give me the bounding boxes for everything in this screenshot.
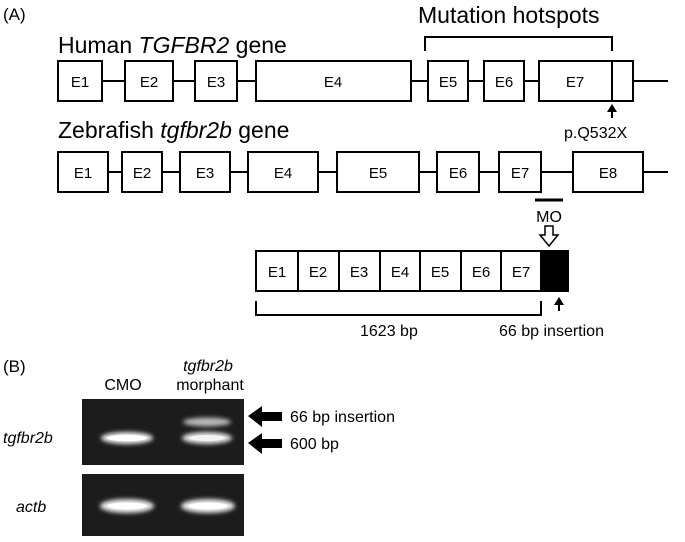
svg-text:E8: E8 xyxy=(599,165,617,182)
zebrafish-exon: E2 xyxy=(121,151,163,193)
human-gene-diagram: E1 E2 E3 E4 E5 E6 E7 xyxy=(57,60,668,102)
svg-text:E7: E7 xyxy=(512,264,530,281)
morpholino-label: MO xyxy=(536,209,562,226)
svg-text:E5: E5 xyxy=(431,264,449,281)
zebrafish-exon: E7 xyxy=(498,151,542,193)
svg-text:E5: E5 xyxy=(369,165,387,182)
zebrafish-exon: E8 xyxy=(572,151,644,193)
hotspot-bracket xyxy=(424,36,613,51)
arrow-left-600 xyxy=(248,433,282,454)
zebrafish-exon: E4 xyxy=(247,151,319,193)
transcript-exon: E6 xyxy=(472,264,490,281)
length-label: 1623 bp xyxy=(360,323,418,340)
insertion-label: 66 bp insertion xyxy=(499,323,604,340)
transcript-exon: E7 xyxy=(512,264,530,281)
zebrafish-exon: E6 xyxy=(436,151,480,193)
svg-text:E2: E2 xyxy=(140,74,158,91)
svg-text:E2: E2 xyxy=(309,264,327,281)
transcript-exon: E5 xyxy=(431,264,449,281)
svg-text:E7: E7 xyxy=(566,74,584,91)
transcript-strip: E1 E2 E3 E4 E5 E6 E7 xyxy=(255,250,569,292)
svg-text:E5: E5 xyxy=(439,74,457,91)
row-label-actb: actb xyxy=(16,499,46,516)
transcript-exon: E1 xyxy=(268,264,286,281)
svg-text:E1: E1 xyxy=(268,264,286,281)
svg-text:E4: E4 xyxy=(324,74,342,91)
svg-text:E3: E3 xyxy=(350,264,368,281)
svg-text:E6: E6 xyxy=(495,74,513,91)
zebrafish-exon: E1 xyxy=(57,151,109,193)
zebrafish-exon: E3 xyxy=(179,151,231,193)
band-label-600: 600 bp xyxy=(290,436,339,453)
panel-b-label: (B) xyxy=(3,357,26,376)
mutation-arrow-head xyxy=(607,104,617,112)
zebrafish-gene-diagram: E1 E2 E3 E4 E5 E6 E7 E8 xyxy=(57,151,668,193)
svg-text:E4: E4 xyxy=(391,264,409,281)
insertion-block xyxy=(541,251,568,291)
svg-text:E1: E1 xyxy=(71,74,89,91)
mutation-hotspots-label: Mutation hotspots xyxy=(418,2,600,28)
svg-text:E7: E7 xyxy=(511,165,529,182)
human-exon: E3 xyxy=(194,60,238,102)
svg-text:E4: E4 xyxy=(274,165,292,182)
human-exon: E7 xyxy=(538,60,634,102)
svg-text:E3: E3 xyxy=(207,74,225,91)
band-label-insertion: 66 bp insertion xyxy=(290,409,395,426)
gel-band-core xyxy=(189,435,225,441)
zebrafish-exon: E5 xyxy=(336,151,420,193)
gel-actb xyxy=(82,474,244,536)
mutation-label: p.Q532X xyxy=(564,125,627,142)
lane-label-control: CMO xyxy=(104,377,141,394)
gel-band-core xyxy=(188,502,228,510)
svg-text:E3: E3 xyxy=(196,165,214,182)
gel-tgfbr2b xyxy=(82,399,244,465)
insertion-arrow-head xyxy=(554,297,564,305)
svg-text:E6: E6 xyxy=(449,165,467,182)
svg-text:E2: E2 xyxy=(133,165,151,182)
gel-band-insertion-morphant xyxy=(183,417,231,427)
zebrafish-gene-title: Zebrafish tgfbr2b gene xyxy=(58,117,289,143)
transcript-exon: E3 xyxy=(350,264,368,281)
length-bracket xyxy=(255,301,542,316)
row-label-tgfbr2b: tgfbr2b xyxy=(3,430,53,447)
gel-band-core xyxy=(107,434,147,442)
human-exon: E1 xyxy=(57,60,103,102)
svg-text:E6: E6 xyxy=(472,264,490,281)
human-exon: E2 xyxy=(124,60,174,102)
arrow-left-insertion xyxy=(248,406,282,427)
panel-a-label: (A) xyxy=(3,5,26,24)
svg-text:E1: E1 xyxy=(74,165,92,182)
human-exon: E6 xyxy=(483,60,525,102)
hollow-down-arrow xyxy=(538,225,560,248)
lane-label-morphant-gene: tgfbr2b xyxy=(183,358,233,375)
lane-label-morphant: morphant xyxy=(176,377,244,394)
transcript-exon: E4 xyxy=(391,264,409,281)
gel-band-core xyxy=(107,502,147,510)
transcript-exon: E2 xyxy=(309,264,327,281)
gel-background xyxy=(82,399,244,465)
human-exon: E5 xyxy=(427,60,469,102)
transcript-outline xyxy=(255,250,569,292)
human-exon: E4 xyxy=(255,60,412,102)
human-gene-title: Human TGFBR2 gene xyxy=(58,32,287,58)
